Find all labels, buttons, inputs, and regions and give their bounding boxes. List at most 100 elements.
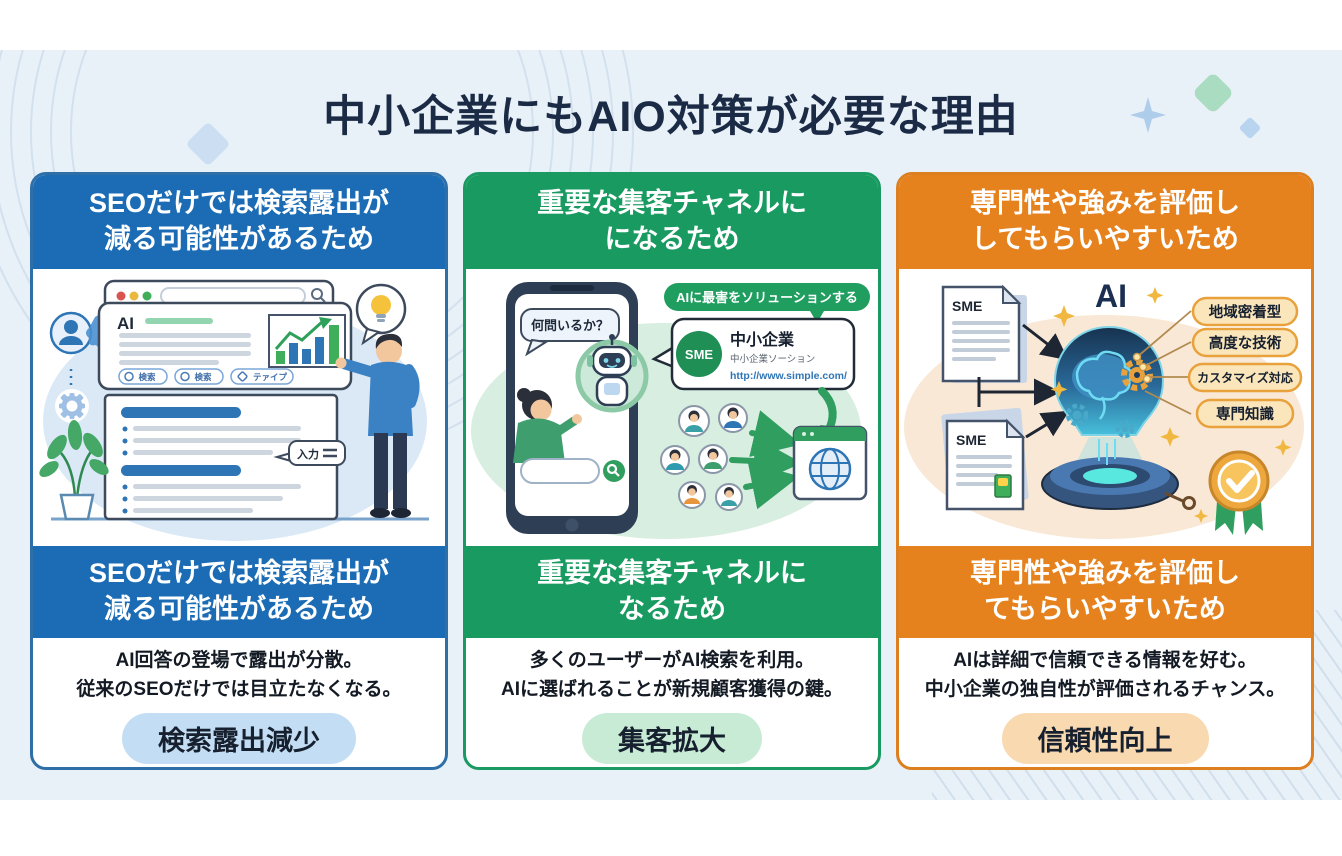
input-arrows: [977, 323, 1070, 439]
company-sub: 中小企業ソーション: [730, 353, 815, 365]
description-line: 多くのユーザーがAI検索を利用。: [529, 650, 815, 671]
doc-label: SME: [952, 298, 982, 314]
strength-tag: カスタマイズ対応: [1197, 370, 1293, 385]
search-pill-label: 検索: [194, 372, 212, 382]
avatar-icon: [698, 444, 728, 474]
strength-tag: 地域密着型: [1209, 303, 1282, 321]
column-header: SEOだけでは検索露出が 減る可能性があるため: [33, 175, 445, 269]
column-description: AIは詳細で信頼できる情報を好む。 中小企業の独自性が評価されるチャンス。: [899, 647, 1311, 704]
column-body: AIは詳細で信頼できる情報を好む。 中小企業の独自性が評価されるチャンス。 信頼…: [899, 638, 1311, 767]
award-badge-icon: [1208, 450, 1270, 535]
keyword-badge: 検索露出減少: [122, 713, 356, 764]
seo-illustration: AI 検索: [33, 269, 445, 546]
avatar-icon: [718, 403, 748, 433]
user-avatars: [660, 403, 748, 511]
strength-tag: 専門知識: [1216, 405, 1274, 423]
ai-label: AI: [117, 314, 134, 333]
search-icon: [311, 288, 326, 303]
chat-bubble: 何問いるか？: [520, 308, 620, 357]
gear-icon: [1065, 403, 1089, 427]
band-line: 重要な集客チャネルに: [537, 558, 807, 589]
trust-illustration: SME SME: [899, 269, 1311, 546]
avatar-icon: [678, 405, 710, 437]
header-line: SEOだけでは検索露出が: [88, 188, 390, 219]
column-description: AI回答の登場で露出が分散。 従来のSEOだけでは目立たなくなる。: [33, 647, 445, 704]
sme-bubble: SME 中小企業 中小企業ソーション http://www.simple.com…: [651, 317, 856, 391]
column-customer-channel: 重要な集客チャネルに になるため: [463, 172, 881, 770]
column-trust-evaluation: 専門性や強みを評価し してもらいやすいため: [896, 172, 1314, 770]
header-line: 専門性や強みを評価し: [970, 188, 1240, 219]
reason-columns: SEOだけでは検索露出が 減る可能性があるため: [30, 172, 1314, 770]
growth-chart-icon: [268, 314, 346, 368]
avatar-icon: [660, 445, 690, 475]
band-line: てもらいやすいため: [984, 594, 1226, 624]
avatar-icon: [678, 481, 706, 509]
column-header: 専門性や強みを評価し してもらいやすいため: [899, 175, 1311, 269]
page-title: 中小企業にもAIO対策が必要な理由: [323, 93, 1019, 141]
header-line: 重要な集客チャネルに: [537, 188, 807, 219]
search-pill-label: 検索: [138, 372, 156, 382]
solution-banner: AIに最害をソリューションする: [664, 283, 870, 323]
ai-label: AI: [1095, 278, 1127, 314]
description-line: 従来のSEOだけでは目立たなくなる。: [76, 678, 402, 700]
company-name: 中小企業: [730, 330, 795, 349]
band-line: なるため: [618, 594, 726, 624]
column-body: 多くのユーザーがAI検索を利用。 AIに選ばれることが新規顧客獲得の鍵。 集客拡…: [466, 638, 878, 767]
description-line: AI回答の登場で露出が分散。: [115, 650, 363, 671]
company-url: http://www.simple.com/: [730, 370, 847, 382]
input-label: 入力: [297, 447, 319, 461]
connector-dots: [1132, 352, 1152, 384]
column-header: 重要な集客チャネルに になるため: [466, 175, 878, 269]
doc-label: SME: [956, 432, 986, 448]
description-line: 中小企業の独自性が評価されるチャンス。: [924, 678, 1286, 700]
keyword-badge: 信頼性向上: [1001, 713, 1209, 764]
column-band: 専門性や強みを評価し てもらいやすいため: [899, 546, 1311, 638]
hologram-base-icon: [1041, 457, 1196, 510]
strength-tag: 高度な技術: [1209, 334, 1282, 352]
band-line: 専門性や強みを評価し: [970, 558, 1240, 589]
header-line: 減る可能性があるため: [104, 224, 374, 254]
person-figure: [335, 333, 420, 518]
search-bar: [520, 458, 625, 484]
band-line: SEOだけでは検索露出が: [88, 558, 390, 589]
gear-icon: [1121, 359, 1153, 391]
channel-illustration: 何問いるか？: [466, 269, 878, 546]
header-line: になるため: [604, 224, 740, 254]
lightbulb-icon: [355, 283, 407, 346]
trust-illustration-canvas: SME SME: [904, 278, 1304, 539]
keyword-badge: 集客拡大: [582, 713, 762, 764]
seo-illustration-canvas: AI 検索: [39, 279, 429, 541]
column-seo-risk: SEOだけでは検索露出が 減る可能性があるため: [30, 172, 448, 770]
banner-label: AIに最害をソリューションする: [676, 290, 858, 305]
sparkle-icons: [1050, 287, 1292, 523]
search-icon: [606, 463, 620, 477]
header-line: してもらいやすいため: [971, 224, 1239, 254]
description-line: AIに選ばれることが新規顧客獲得の鍵。: [500, 678, 843, 700]
woman-figure: [513, 388, 582, 463]
gear-icon: [55, 389, 89, 423]
robot-icon: [575, 334, 649, 413]
gear-icon: [1116, 420, 1134, 438]
flow-arrows: [729, 410, 802, 510]
column-body: AI回答の登場で露出が分散。 従来のSEOだけでは目立たなくなる。 検索露出減少: [33, 638, 445, 767]
column-description: 多くのユーザーがAI検索を利用。 AIに選ばれることが新規顧客獲得の鍵。: [466, 647, 878, 704]
column-band: SEOだけでは検索露出が 減る可能性があるため: [33, 546, 445, 638]
avatar-icon: [715, 483, 743, 511]
globe-icon: [808, 447, 852, 491]
chat-question-label: 何問いるか？: [531, 318, 609, 333]
sparkle-icon: [1130, 97, 1166, 133]
tag-connectors: [1136, 310, 1192, 415]
certificate-icon: SME: [941, 407, 1029, 511]
description-line: AIは詳細で信頼できる情報を好む。: [953, 650, 1257, 671]
channel-illustration-canvas: 何問いるか？: [471, 282, 870, 539]
strength-tags: 地域密着型 高度な技術 カスタマイズ対応 専門知識: [1187, 296, 1303, 429]
search-results-panel: [103, 393, 339, 521]
document-icon: SME: [941, 284, 1027, 383]
sme-badge-label: SME: [685, 347, 714, 362]
curved-arrow-icon: [818, 387, 837, 431]
search-pill-label: テァイプ: [253, 372, 288, 382]
band-line: 減る可能性があるため: [104, 594, 374, 624]
column-band: 重要な集客チャネルに なるため: [466, 546, 878, 638]
website-browser-icon: [792, 425, 868, 501]
